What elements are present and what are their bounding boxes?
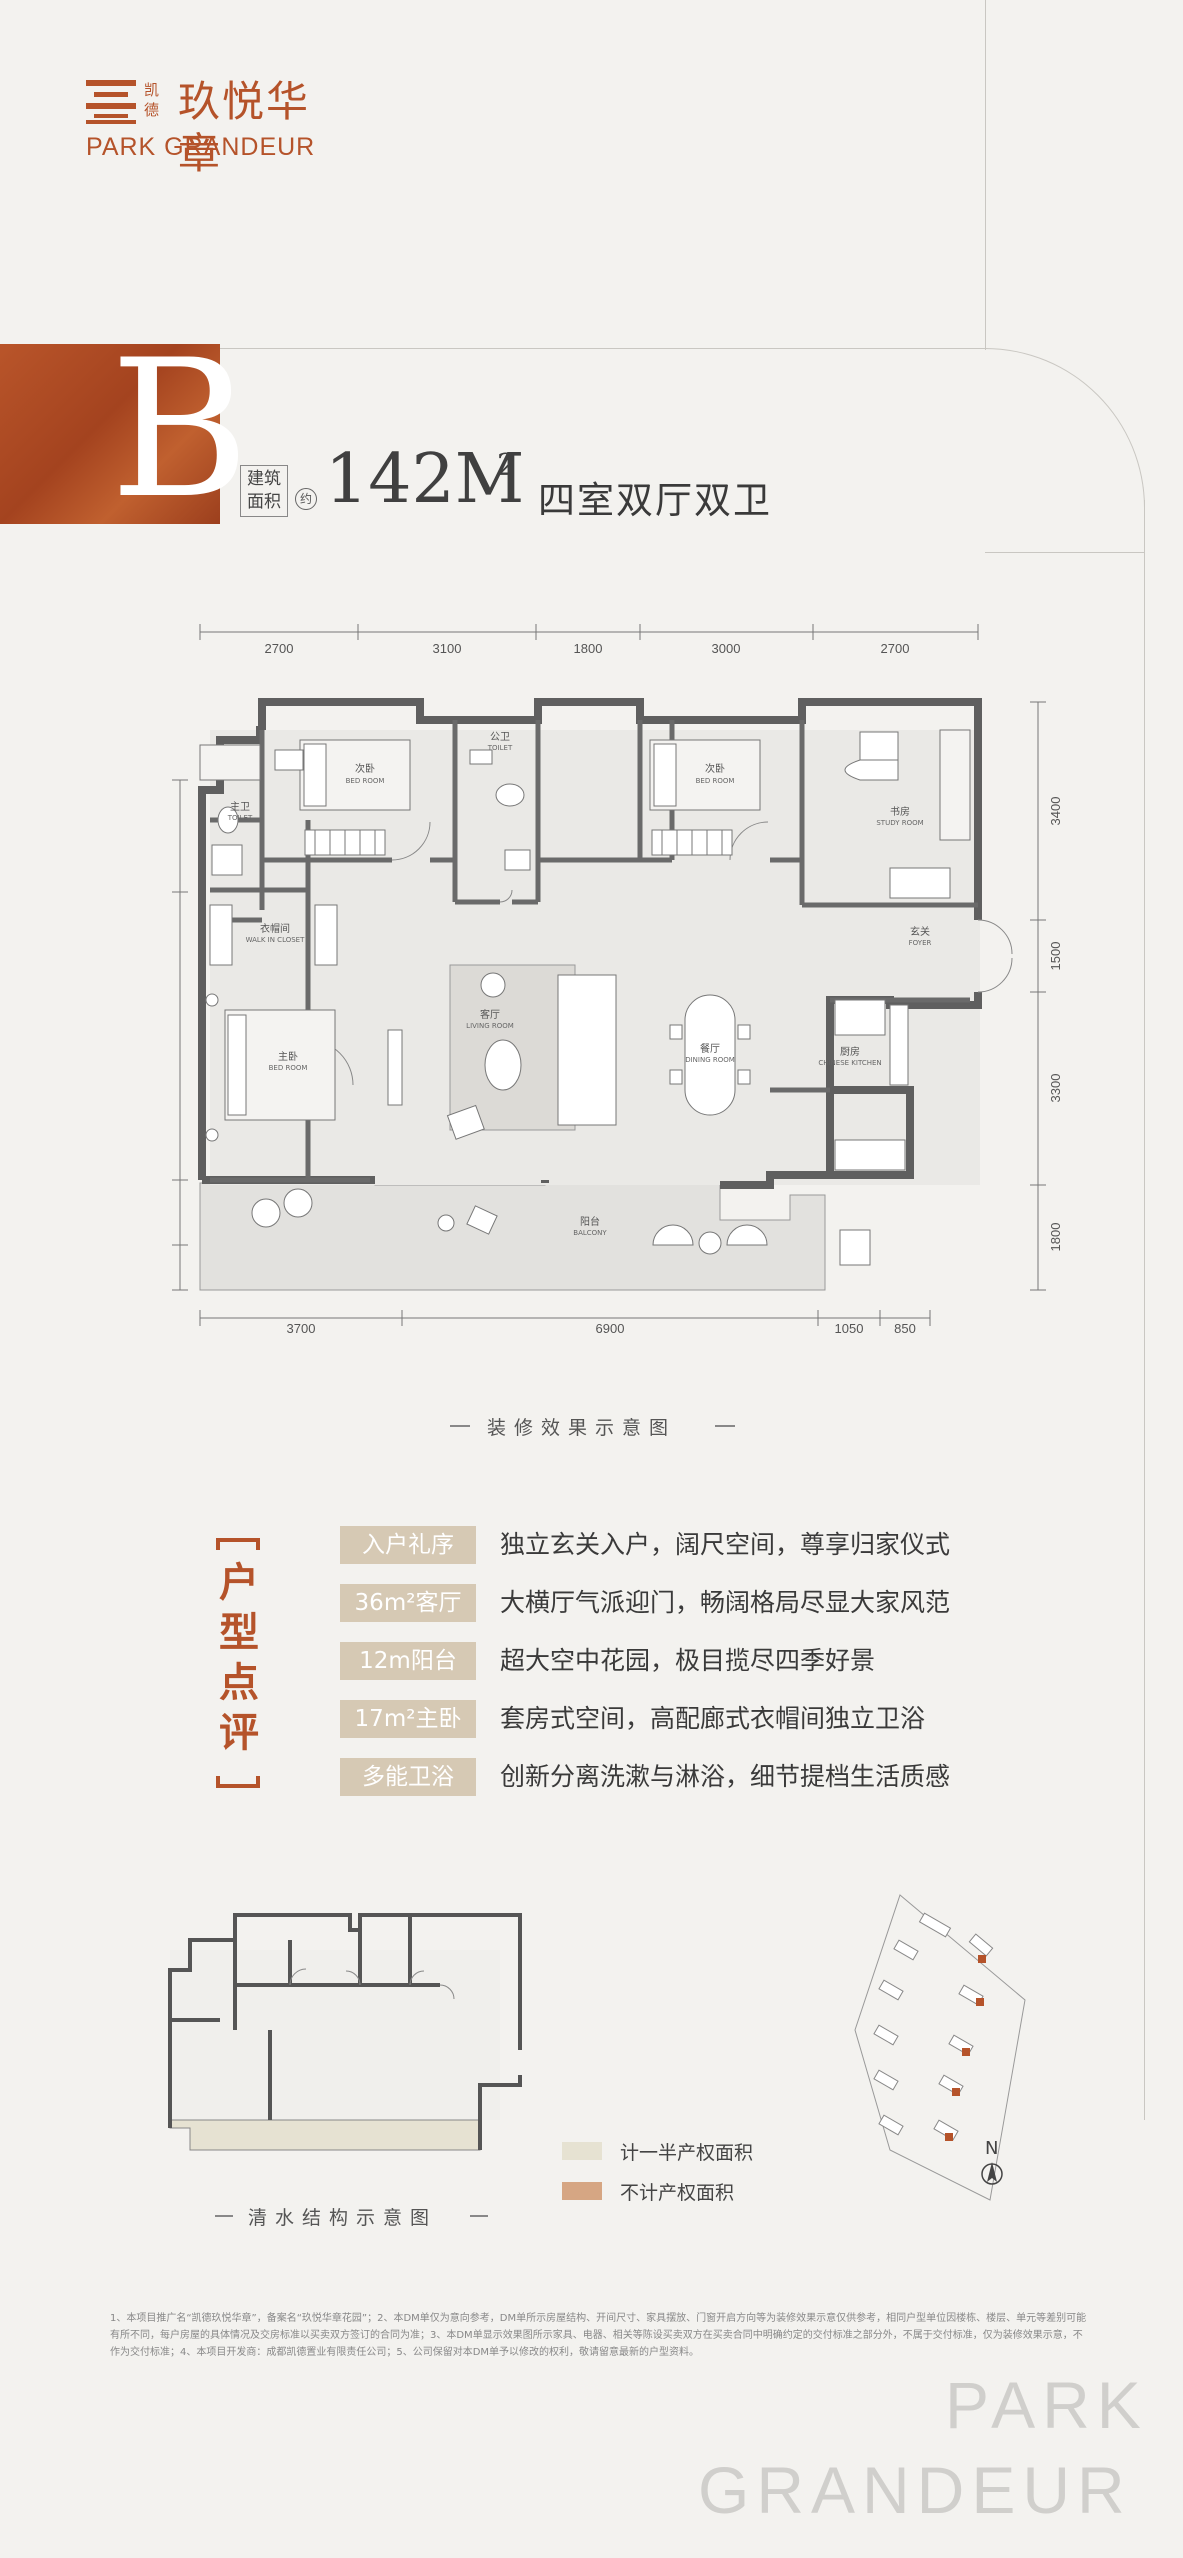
- frame-line-right: [1144, 500, 1145, 2120]
- layout-name: 四室双厅双卫: [538, 479, 772, 522]
- brand-mark-icon: [86, 80, 136, 124]
- room-living-en: LIVING ROOM: [466, 1022, 514, 1030]
- comments-title-char-4: 评: [219, 1710, 259, 1756]
- room-kitchen-en: CHINESE KITCHEN: [818, 1059, 881, 1067]
- caption-structure: 清水结构示意图: [248, 2207, 438, 2229]
- legend-swatch-half: [562, 2142, 602, 2160]
- dim-top-5: 2700: [881, 641, 910, 656]
- dim-right-1: 3400: [1048, 797, 1060, 826]
- comment-text: 超大空中花园，极目揽尽四季好景: [500, 1646, 876, 1675]
- brand-watermark-park: PARK: [945, 2368, 1148, 2442]
- dim-bottom-1: 3700: [287, 1321, 316, 1336]
- comments-title-char-1: 户: [219, 1560, 259, 1606]
- room-closet-cn: 衣帽间: [260, 922, 290, 935]
- comment-text: 大横厅气派迎门，畅阔格局尽显大家风范: [500, 1588, 951, 1617]
- dim-bottom-4: 850: [894, 1321, 916, 1336]
- brand-en-name: PARK GRANDEUR: [86, 133, 316, 161]
- dim-bottom-2: 6900: [596, 1321, 625, 1336]
- room-bed2b-cn: 次卧: [705, 762, 725, 775]
- caption-decor-dash-right: [715, 1425, 735, 1427]
- comment-tag: 17m²主卧: [340, 1700, 476, 1738]
- caption-structure-dash-left: [215, 2215, 233, 2217]
- room-toilet-main-cn: 主卫: [230, 801, 250, 813]
- room-closet-en: WALK IN CLOSET: [246, 936, 305, 944]
- comments-title: 户 型 点 评: [210, 1538, 270, 1788]
- brand-watermark-grandeur: GRANDEUR: [698, 2453, 1132, 2527]
- dim-top-2: 3100: [433, 641, 462, 656]
- brand-logo: 凯德 玖悦华章 PARK GRANDEUR: [86, 76, 346, 178]
- dim-left-4: 700: [170, 1256, 171, 1278]
- room-toilet-pub-cn: 公卫: [490, 732, 510, 743]
- north-label: N: [985, 2138, 999, 2159]
- area-about: 约: [295, 488, 317, 510]
- room-living-cn: 客厅: [480, 1008, 500, 1021]
- room-balcony-cn: 阳台: [580, 1215, 600, 1228]
- disclaimer-text: 1、本项目推广名“凯德玖悦华章”，备案名“玖悦华章花园”；2、本DM单仅为意向参…: [110, 2313, 1087, 2358]
- area-unit-sup: 2: [497, 448, 517, 483]
- room-toilet-main-en: TOILET: [227, 814, 253, 822]
- structure-plan: [168, 1913, 522, 2151]
- room-dining-cn: 餐厅: [700, 1042, 720, 1055]
- room-foyer-en: FOYER: [909, 939, 932, 947]
- comment-tag: 12m阳台: [340, 1642, 476, 1680]
- comment-text: 创新分离洗漱与淋浴，细节提档生活质感: [500, 1762, 951, 1791]
- dim-right-3: 3300: [1048, 1074, 1060, 1103]
- dim-top-4: 3000: [712, 641, 741, 656]
- brand-cn-small: 凯德: [144, 81, 160, 119]
- dim-right-2: 1500: [1048, 942, 1060, 971]
- frame-line-curve: [985, 348, 1145, 518]
- room-dining-en: DINING ROOM: [685, 1056, 735, 1064]
- room-master-cn: 主卧: [278, 1050, 298, 1063]
- legend-label-half: 计一半产权面积: [620, 2142, 754, 2164]
- frame-line-vertical: [985, 0, 986, 350]
- dim-top-3: 1800: [574, 641, 603, 656]
- north-arrow-icon: [981, 2162, 1003, 2185]
- comments-title-char-3: 点: [219, 1660, 259, 1706]
- dim-left-2: 4800: [170, 1022, 171, 1051]
- room-foyer-cn: 玄关: [910, 925, 930, 938]
- legend-swatch-none: [562, 2182, 602, 2200]
- area-value: 142M: [325, 440, 525, 519]
- area-label: 建筑面积: [240, 465, 288, 517]
- room-bed2a-en: BED ROOM: [346, 777, 385, 785]
- comment-text: 独立玄关入户，阔尺空间，尊享归家仪式: [500, 1530, 951, 1559]
- dim-left-3: 1100: [170, 1198, 171, 1226]
- room-study-en: STUDY ROOM: [876, 819, 923, 827]
- dim-bottom-3: 1050: [835, 1321, 864, 1336]
- comment-tag: 36m²客厅: [340, 1584, 476, 1622]
- comment-tag: 入户礼序: [340, 1526, 476, 1564]
- room-bed2b-en: BED ROOM: [696, 777, 735, 785]
- room-balcony-en: BALCONY: [573, 1229, 607, 1237]
- frame-line-top: [210, 348, 987, 349]
- brand-cn-name: 玖悦华章: [178, 77, 311, 178]
- legend-label-none: 不计产权面积: [620, 2182, 735, 2204]
- room-master-en: BED ROOM: [269, 1064, 308, 1072]
- room-kitchen-cn: 厨房: [840, 1045, 860, 1058]
- comments-title-char-2: 型: [219, 1610, 259, 1656]
- room-toilet-pub-en: TOILET: [487, 744, 513, 752]
- caption-structure-dash-right: [470, 2215, 488, 2217]
- dim-top-1: 2700: [265, 641, 294, 656]
- dim-left-1: 1900: [170, 822, 171, 851]
- room-study-cn: 书房: [890, 805, 910, 818]
- floor-plan: 2700 3100 1800 3000 2700 3700 6900 1050 …: [170, 624, 1060, 1336]
- caption-decor-dash-left: [450, 1425, 470, 1427]
- room-bed2a-cn: 次卧: [355, 762, 375, 775]
- caption-decor: 装修效果示意图: [487, 1417, 677, 1439]
- site-map: [854, 1894, 1026, 2201]
- frame-line-step: [985, 552, 1145, 553]
- unit-type-letter: B: [110, 319, 250, 540]
- comment-tag: 多能卫浴: [340, 1758, 476, 1796]
- comment-text: 套房式空间，高配廊式衣帽间独立卫浴: [500, 1704, 926, 1733]
- type-band: [0, 344, 220, 524]
- dim-right-4: 1800: [1048, 1223, 1060, 1252]
